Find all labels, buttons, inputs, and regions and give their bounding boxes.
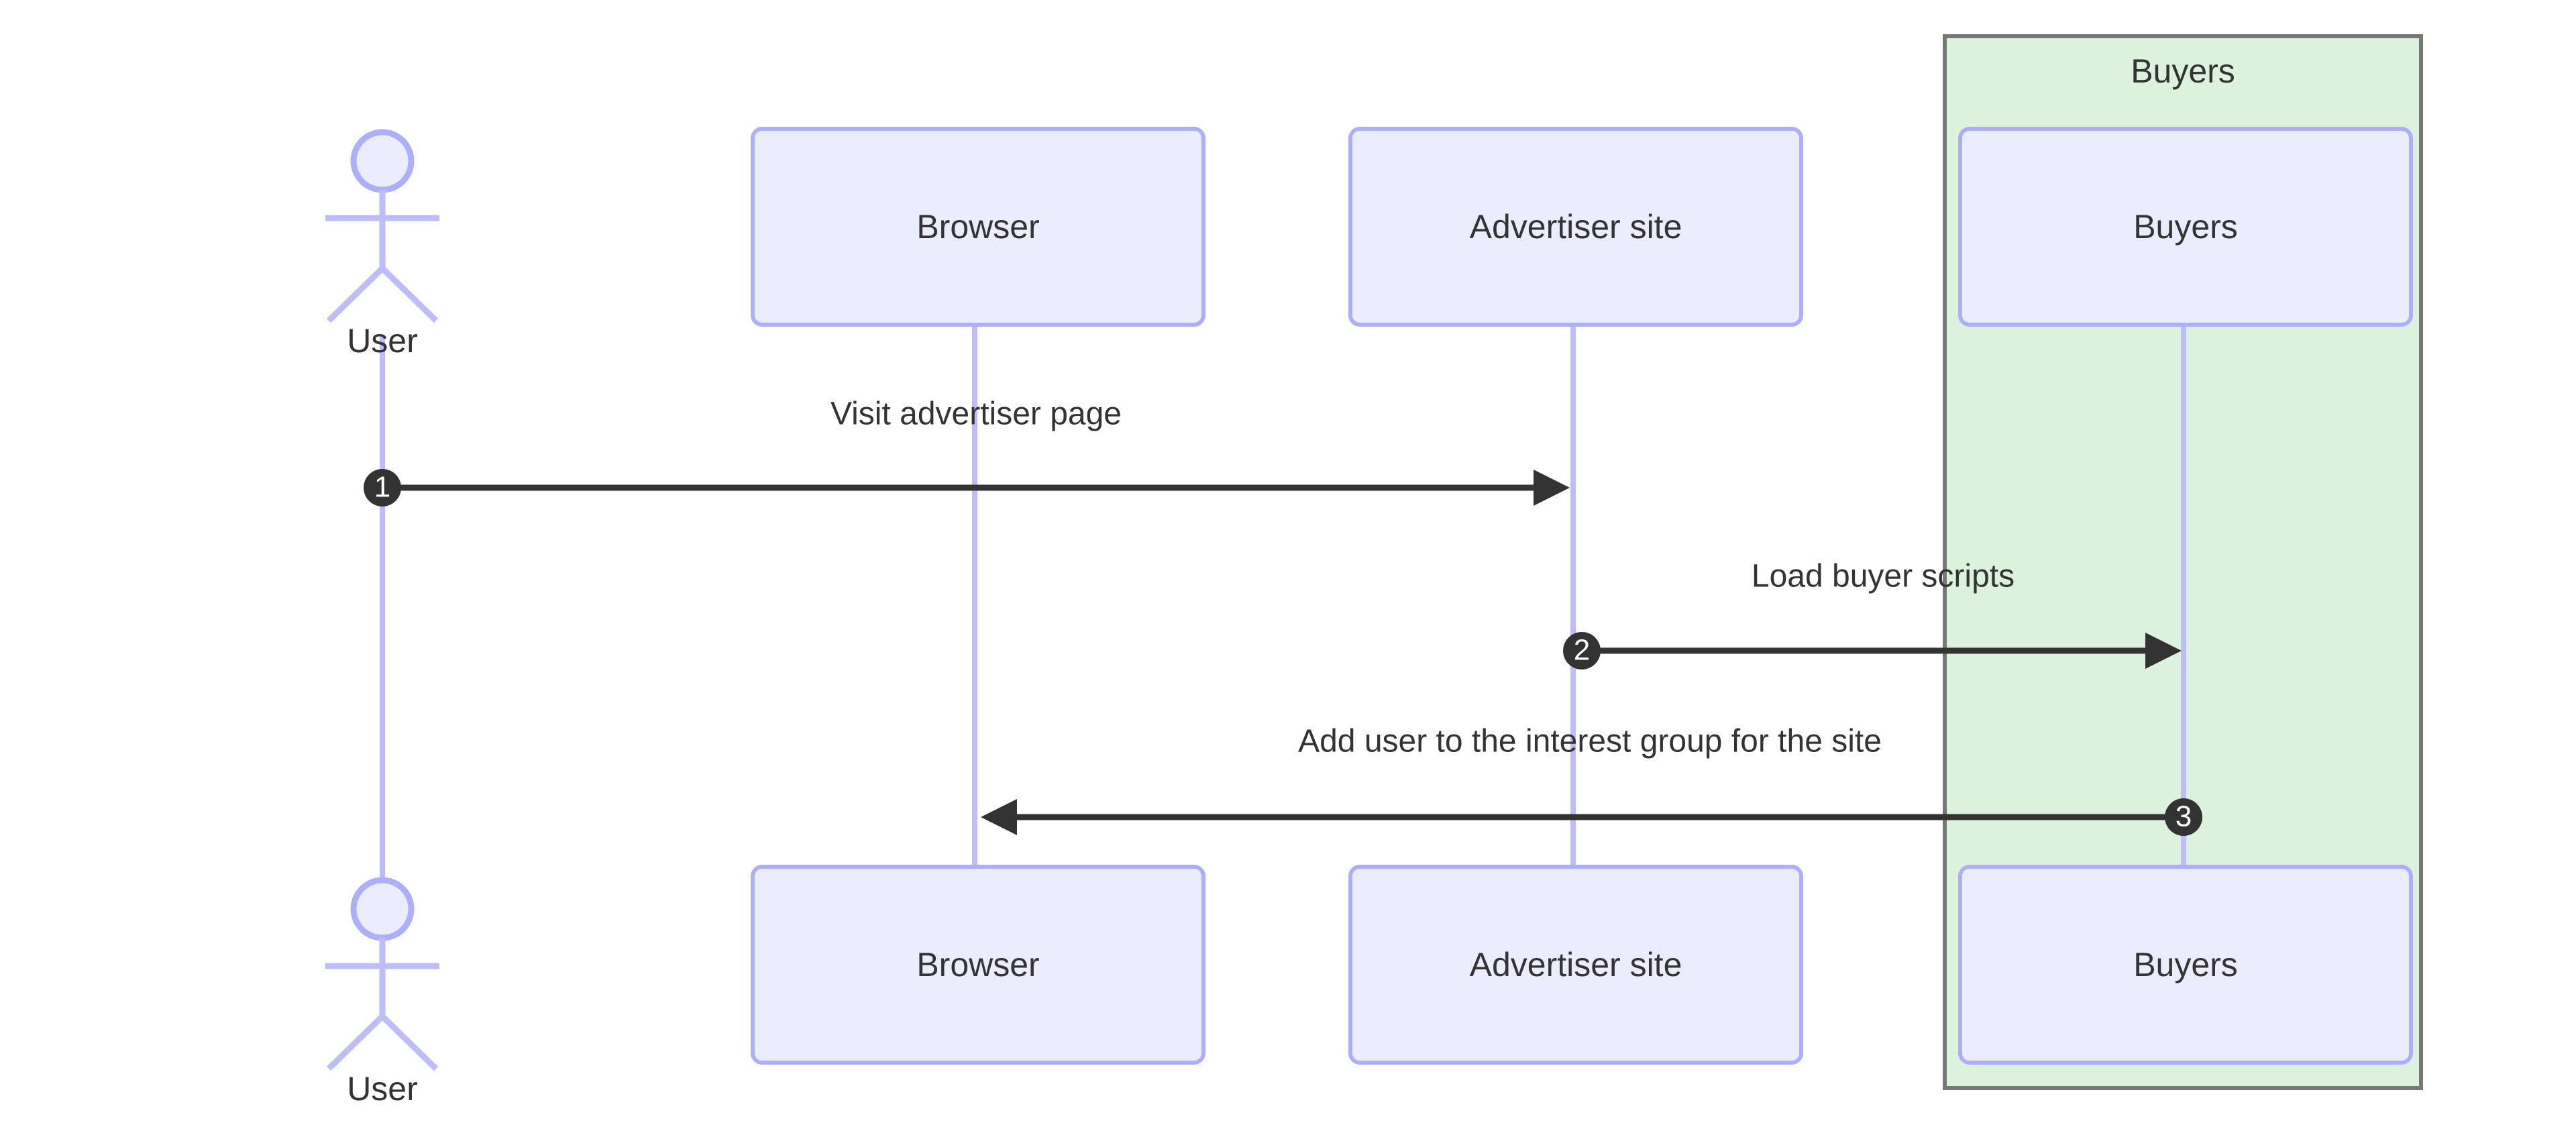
actor-user-bottom[interactable]: User bbox=[325, 877, 439, 1108]
participant-browser-bottom[interactable]: Browser bbox=[751, 865, 1205, 1065]
participant-buyers-top[interactable]: Buyers bbox=[1958, 127, 2413, 327]
message-3-number: 3 bbox=[2176, 800, 2192, 833]
actor-legs-icon bbox=[326, 1014, 439, 1071]
message-1-label: Visit advertiser page bbox=[830, 396, 1122, 432]
message-2-number-circle bbox=[1563, 632, 1601, 670]
participant-buyers-bottom[interactable]: Buyers bbox=[1958, 865, 2413, 1065]
message-1[interactable]: Visit advertiser page 1 bbox=[364, 396, 1570, 506]
participant-label-browser-top: Browser bbox=[916, 208, 1039, 246]
participant-rect bbox=[1958, 127, 2413, 327]
message-3-label: Add user to the interest group for the s… bbox=[1298, 724, 1882, 759]
message-1-arrowhead bbox=[1534, 470, 1570, 506]
actor-head-icon bbox=[350, 129, 415, 193]
group-label: Buyers bbox=[2131, 52, 2235, 90]
participant-rect bbox=[751, 865, 1205, 1065]
participant-label-advertiser-top: Advertiser site bbox=[1470, 208, 1682, 246]
message-2-arrowhead bbox=[2145, 633, 2182, 669]
actor-user-top[interactable]: User bbox=[325, 129, 439, 360]
actor-legs-icon bbox=[326, 266, 439, 323]
participant-label-buyers-bottom: Buyers bbox=[2133, 946, 2238, 983]
actor-head-icon bbox=[350, 877, 415, 941]
participant-rect bbox=[751, 127, 1205, 327]
message-2-number: 2 bbox=[1574, 634, 1590, 667]
participant-advertiser-top[interactable]: Advertiser site bbox=[1348, 127, 1803, 327]
participant-label-buyers-top: Buyers bbox=[2133, 208, 2238, 246]
participant-rect bbox=[1958, 865, 2413, 1065]
message-2[interactable]: Load buyer scripts 2 bbox=[1563, 559, 2182, 670]
message-3-arrowhead bbox=[981, 799, 1017, 835]
participant-advertiser-bottom[interactable]: Advertiser site bbox=[1348, 865, 1803, 1065]
actor-label-user-bottom: User bbox=[347, 1070, 418, 1108]
message-1-number-circle bbox=[364, 469, 401, 506]
participant-label-advertiser-bottom: Advertiser site bbox=[1470, 946, 1682, 983]
message-1-number: 1 bbox=[374, 471, 390, 504]
actor-label-user-top: User bbox=[347, 322, 418, 360]
participant-label-browser-bottom: Browser bbox=[916, 946, 1039, 983]
participant-rect bbox=[1348, 127, 1803, 327]
participant-rect bbox=[1348, 865, 1803, 1065]
message-2-label: Load buyer scripts bbox=[1752, 559, 2015, 594]
message-3[interactable]: Add user to the interest group for the s… bbox=[981, 724, 2202, 836]
participant-browser-top[interactable]: Browser bbox=[751, 127, 1205, 327]
message-3-number-circle bbox=[2165, 798, 2202, 836]
